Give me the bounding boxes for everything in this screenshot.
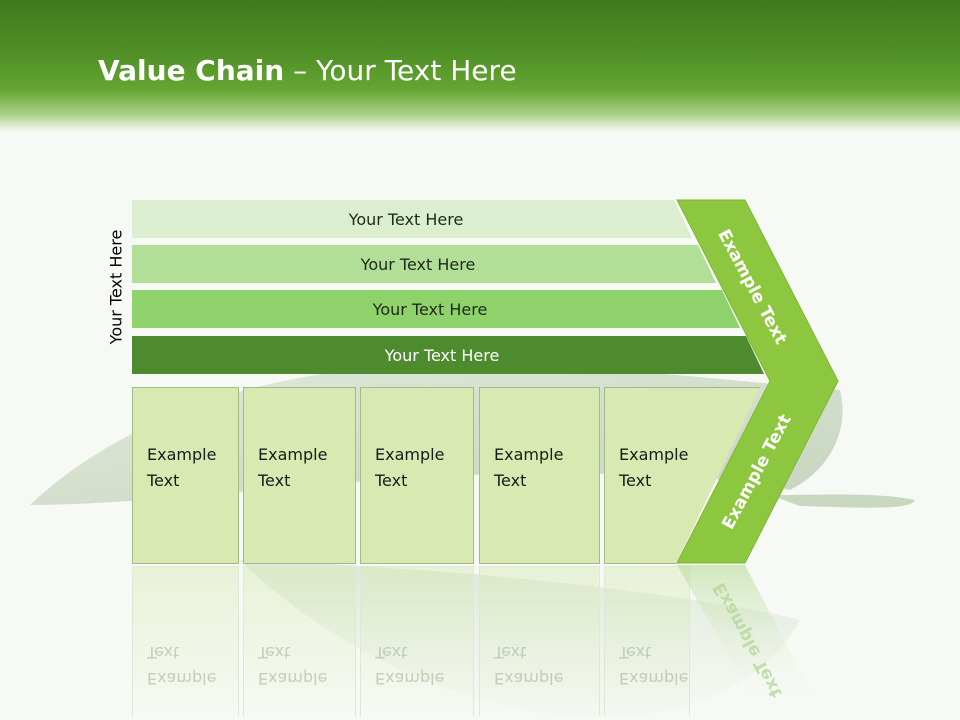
activity-cell-5-line2: Text [619,471,652,490]
value-bar-1: Your Text Here [132,200,692,238]
activity-cell-4-line1: Example [494,445,564,464]
slide-title: Value Chain – Your Text Here [98,54,517,87]
title-rest: – Your Text Here [293,54,517,87]
activity-cell-3-line2: Text [375,471,408,490]
activity-cell-5-line1: Example [619,445,689,464]
activity-cell-1-line2: Text [147,471,180,490]
activity-cell-3-line1: Example [375,445,445,464]
activity-cell-2-line1: Example [258,445,328,464]
value-bar-1-label: Your Text Here [348,209,464,229]
title-bold: Value Chain [98,54,285,87]
value-bar-4: Your Text Here [132,336,764,374]
margin-chevron-reflection [677,565,815,710]
value-bar-3-label: Your Text Here [372,299,488,319]
leaf-stem [770,494,915,508]
header-band [0,0,960,132]
activity-cell-1-line1: Example [147,445,217,464]
value-bar-3: Your Text Here [132,290,740,328]
activity-cell-2-line2: Text [258,471,291,490]
margin-chevron [676,199,839,564]
leaf-lower-shape [240,560,800,717]
activity-cell-4-line2: Text [494,471,527,490]
value-bar-2-label: Your Text Here [360,254,476,274]
value-bar-2: Your Text Here [132,245,716,283]
value-bar-4-label: Your Text Here [384,345,500,365]
